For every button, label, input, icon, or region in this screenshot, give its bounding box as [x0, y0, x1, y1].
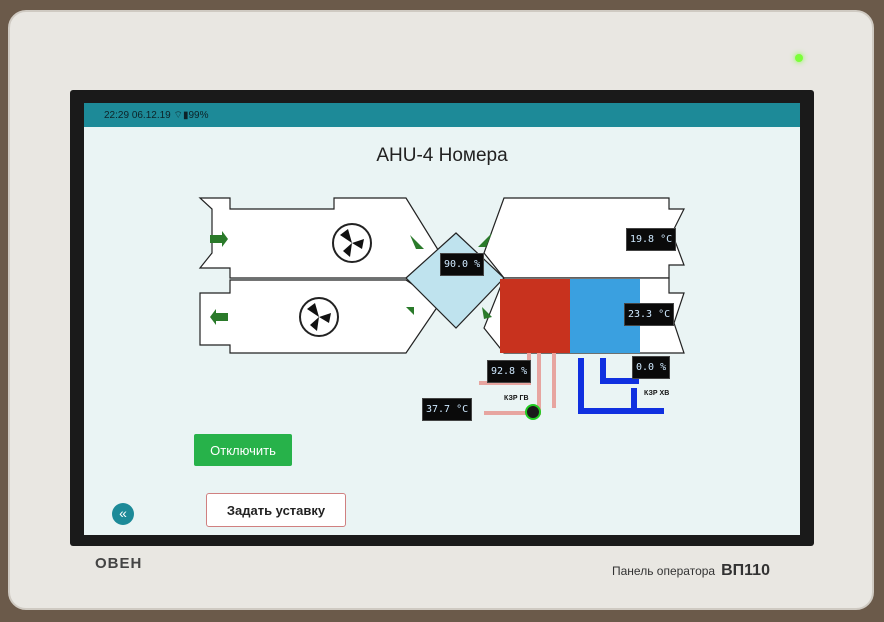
brand-logo: ОВЕН	[95, 555, 143, 572]
back-button[interactable]: «	[112, 503, 134, 525]
arrow-icon	[478, 233, 492, 247]
set-setpoint-button[interactable]: Задать уставку	[206, 493, 346, 527]
return-temp-display: 23.3 °C	[624, 303, 675, 326]
cold-valve-display[interactable]: 0.0 %	[632, 356, 671, 379]
status-time: 22:29	[104, 110, 130, 121]
status-bar: 22:29 06.12.19 ⌔▮99%	[84, 103, 800, 127]
arrow-icon	[406, 307, 414, 315]
extract-duct	[483, 197, 685, 279]
model-label: Панель оператора ВП110	[612, 562, 770, 580]
arrow-icon	[210, 231, 228, 247]
cold-valve-label: КЗР ХВ	[644, 390, 670, 397]
model-name: ВП110	[721, 562, 770, 579]
screen: 22:29 06.12.19 ⌔▮99% AHU-4 Номера	[84, 103, 800, 535]
battery-icon: ▮	[182, 110, 189, 121]
arrow-icon	[410, 235, 424, 249]
hot-valve-display[interactable]: 92.8 %	[487, 360, 532, 383]
wifi-icon: ⌔	[173, 110, 183, 121]
damper-display[interactable]: 90.0 %	[440, 253, 485, 276]
status-date: 06.12.19	[131, 110, 171, 121]
heater-coil	[500, 279, 570, 353]
arrow-icon	[482, 307, 492, 319]
page-title: AHU-4 Номера	[376, 145, 508, 166]
fan-icon	[299, 297, 339, 337]
supply-temp-display: 19.8 °C	[626, 228, 677, 251]
fan-icon	[332, 223, 372, 263]
hot-valve-label: КЗР ГВ	[504, 395, 529, 402]
ahu-diagram	[198, 197, 685, 420]
water-temp-display: 37.7 °C	[422, 398, 473, 421]
status-battery: 99%	[188, 110, 209, 121]
power-led	[795, 54, 803, 62]
intake-duct	[198, 197, 441, 279]
pump-icon	[525, 404, 541, 420]
arrow-icon	[210, 309, 228, 325]
model-caption: Панель оператора	[612, 564, 716, 578]
disable-button[interactable]: Отключить	[194, 434, 292, 466]
